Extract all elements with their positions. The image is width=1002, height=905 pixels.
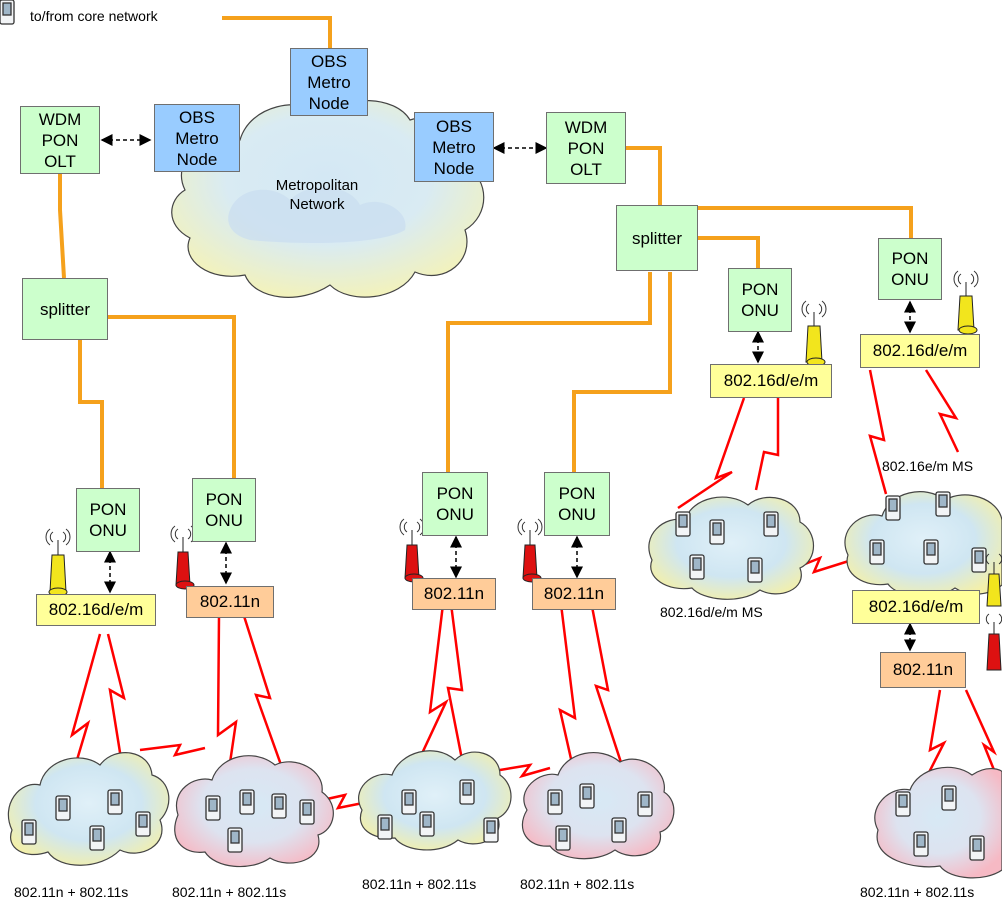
wimax-bs-3: 802.16d/e/m [860,334,980,368]
mobile-devices [0,0,987,861]
wifi-ap-1: 802.11n [186,586,274,618]
core-network-label: to/from core network [30,8,158,24]
wifi-ap-2: 802.11n [412,578,496,610]
wdm-pon-olt-right: WDM PON OLT [546,112,626,184]
mesh-cloud-label-2: 802.11n + 802.11s [172,884,287,900]
splitter-right: splitter [616,205,698,271]
fiber-olt-right-splitter [626,146,662,205]
wdm-pon-olt-left: WDM PON OLT [20,106,100,174]
fiber-splitter-onu1 [78,340,104,488]
fiber-splitter-onu6 [695,206,913,238]
wimax-ms-label-2: 802.16e/m MS [882,458,974,474]
fiber-core [222,16,332,50]
pon-onu-5: PON ONU [728,268,792,332]
link-arrows [100,134,916,652]
pon-onu-1: PON ONU [76,488,140,552]
mesh-cloud-label-1: 802.11n + 802.11s [14,884,129,900]
pon-onu-2: PON ONU [192,478,256,542]
obs-metro-node-left: OBS Metro Node [154,104,240,172]
mesh-cloud-label-3: 802.11n + 802.11s [362,876,477,892]
wimax-bs-4: 802.16d/e/m [852,590,980,624]
pon-onu-3: PON ONU [422,472,488,536]
fiber-splitter-onu5 [697,236,760,268]
wimax-ms-label-1: 802.16d/e/m MS [660,604,763,620]
mesh-cloud-label-5: 802.11n + 802.11s [860,884,975,900]
splitter-left: splitter [22,278,108,340]
fiber-splitter-onu2 [108,315,236,478]
mesh-cloud-label-4: 802.11n + 802.11s [520,876,635,892]
pon-onu-4: PON ONU [544,472,610,536]
metro-network-label: Metropolitan Network [275,177,359,213]
obs-metro-node-right: OBS Metro Node [414,112,494,182]
fiber-splitter-onu3 [446,272,652,472]
wifi-ap-4: 802.11n [880,652,966,688]
fiber-splitter-onu4 [572,272,672,472]
fiber-links [58,16,913,488]
wifi-ap-3: 802.11n [532,578,616,610]
fiber-olt-left-splitter [58,170,66,279]
wimax-bs-1: 802.16d/e/m [36,594,156,626]
wireless-clouds [7,491,1002,879]
obs-metro-node-top: OBS Metro Node [290,48,368,116]
pon-onu-6: PON ONU [878,238,942,300]
wimax-bs-2: 802.16d/e/m [710,364,832,398]
